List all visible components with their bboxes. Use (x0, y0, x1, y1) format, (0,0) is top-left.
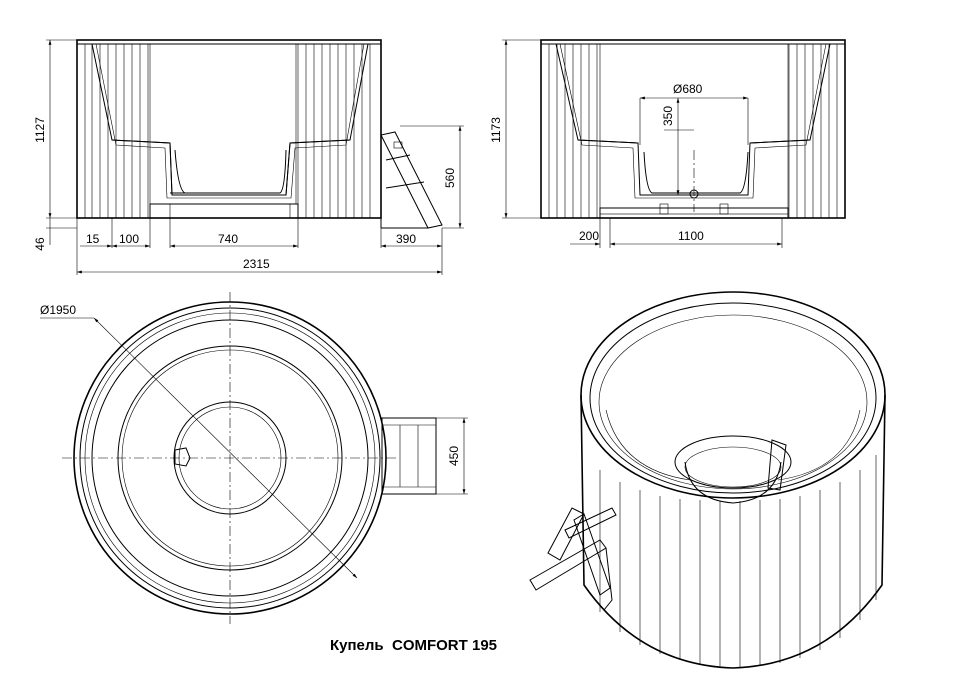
dim-overall-2315: 2315 (243, 257, 270, 271)
persp-handle (767, 439, 787, 491)
top-view: Ø1950 450 (40, 292, 468, 624)
front-liner-profile (91, 43, 369, 196)
front-step-ladder (380, 131, 443, 229)
front-left-staves (84, 44, 149, 218)
side-tub-body (540, 39, 846, 219)
persp-ladder (529, 507, 617, 611)
dim-offset-100: 100 (119, 232, 139, 246)
dim-height-1127: 1127 (33, 117, 47, 143)
top-drain-fitting (174, 447, 191, 467)
dim-height-1173: 1173 (489, 117, 503, 143)
dim-diameter-1950: Ø1950 (40, 303, 76, 317)
dim-step-560: 560 (443, 168, 457, 188)
perspective-view (529, 291, 886, 669)
persp-outer-wall (580, 394, 886, 669)
front-view: 1127 46 15 100 740 390 560 2315 (33, 39, 464, 275)
persp-staves (599, 455, 877, 667)
dim-step-450: 450 (447, 446, 461, 466)
dim-inner-width-1100: 1100 (678, 229, 704, 243)
dim-offset-200: 200 (579, 229, 599, 243)
side-right-staves (788, 44, 838, 218)
dim-offset-15: 15 (86, 232, 100, 246)
front-tub-body (76, 39, 382, 219)
front-base-frame (149, 203, 299, 219)
top-step (381, 417, 437, 495)
dim-seat-740: 740 (218, 232, 238, 246)
persp-outer-rim (580, 291, 886, 499)
dim-step-390: 390 (396, 232, 416, 246)
dim-inner-depth-350: 350 (661, 106, 675, 126)
dim-base-46: 46 (33, 237, 47, 251)
front-right-staves (297, 44, 371, 218)
drawing-caption: Купель COMFORT 195 (330, 637, 497, 654)
side-view: Ø680 350 1173 200 1100 (489, 39, 846, 248)
persp-inner-well (674, 435, 792, 489)
dim-inner-diameter-680: Ø680 (673, 82, 703, 96)
side-left-staves (548, 44, 598, 218)
